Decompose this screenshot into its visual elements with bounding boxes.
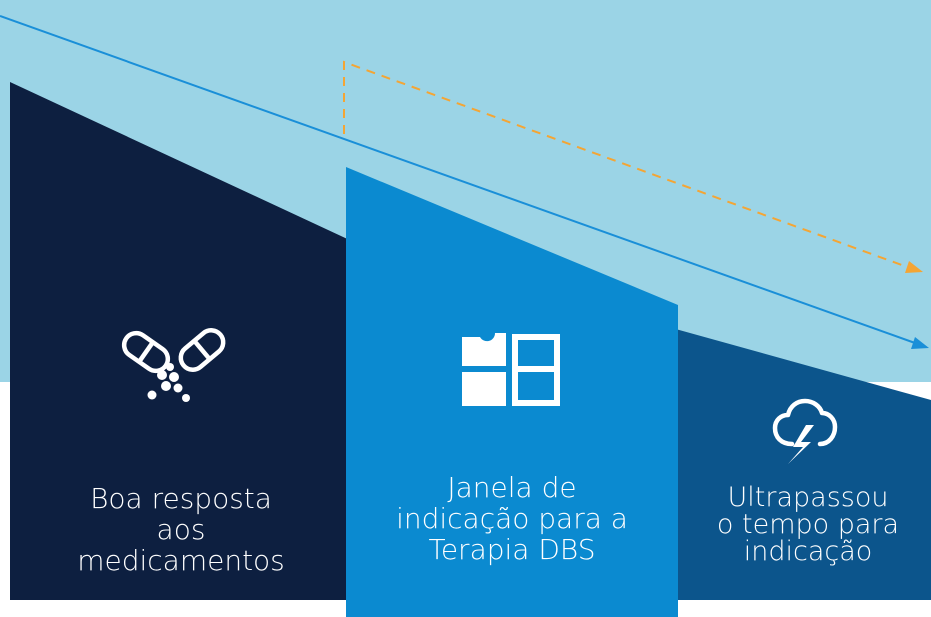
stage-2-label: Janela de indicação para a Terapia DBS xyxy=(396,471,628,566)
stage-3-shape xyxy=(672,328,931,600)
trend-arrowhead xyxy=(911,337,929,349)
trend-line xyxy=(0,15,916,344)
dashed-arrowhead xyxy=(905,261,923,273)
dashed-line xyxy=(343,60,911,269)
medication-capsules-icon xyxy=(121,328,226,402)
storm-cloud-icon xyxy=(772,398,838,464)
stage-1-shape xyxy=(10,82,356,600)
stage-1-label: Boa resposta aos medicamentos xyxy=(77,482,285,577)
window-icon xyxy=(462,333,560,406)
stage-3-label: Ultrapassou o tempo para indicação xyxy=(716,482,900,567)
